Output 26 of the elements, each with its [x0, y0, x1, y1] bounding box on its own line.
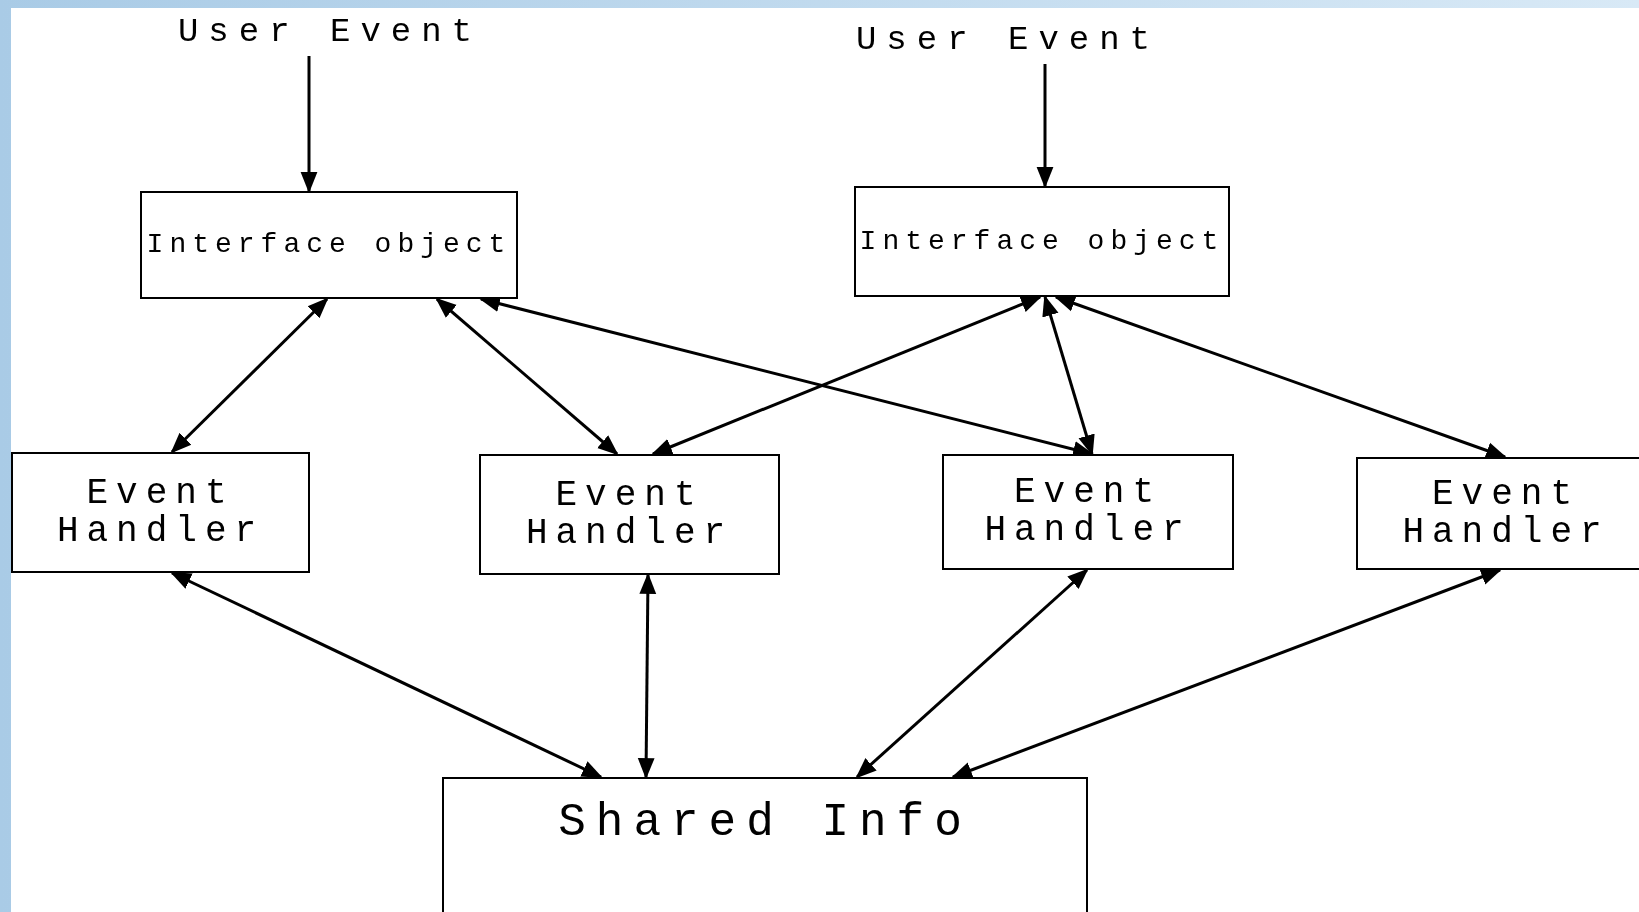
process-box: [854, 186, 1230, 297]
arrow: [1036, 64, 1054, 189]
arrow: [855, 568, 1089, 779]
arrow: [170, 571, 603, 779]
box-label: Interface object: [146, 230, 512, 260]
event-label: User Event: [848, 18, 1168, 64]
box-label: Event Handler: [1401, 475, 1611, 552]
process-box: [442, 777, 1088, 912]
process-box: [942, 454, 1234, 570]
process-box: [479, 454, 780, 575]
arrow: [300, 56, 318, 194]
event-label: User Event: [170, 10, 490, 56]
box-label: Event Handler: [55, 474, 266, 551]
process-box: [140, 191, 518, 299]
box-label: Interface object: [859, 226, 1225, 257]
arrow: [1054, 295, 1507, 459]
arrow: [1042, 295, 1095, 456]
arrow: [651, 295, 1042, 456]
process-box: [11, 452, 310, 573]
arrow: [170, 297, 329, 454]
box-label: Event Handler: [983, 474, 1193, 550]
box-label: Event Handler: [524, 476, 735, 553]
arrow: [951, 568, 1502, 779]
box-label: Shared Info: [558, 799, 972, 848]
process-box: [1356, 457, 1639, 570]
arrow: [435, 297, 619, 456]
